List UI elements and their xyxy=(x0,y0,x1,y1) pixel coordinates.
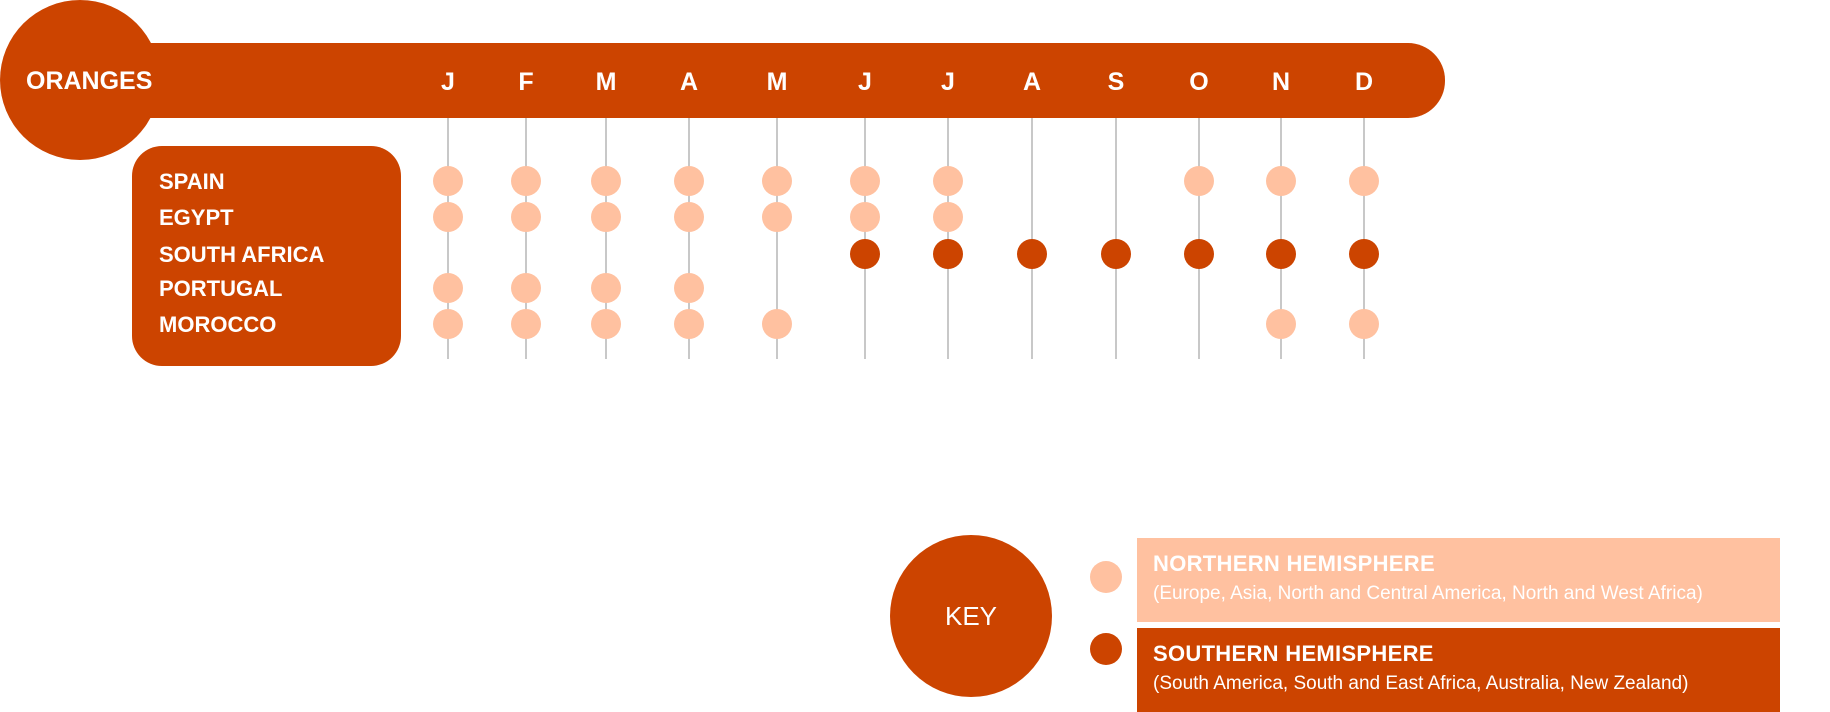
country-label: EGYPT xyxy=(159,205,234,230)
availability-dot xyxy=(433,166,463,196)
availability-dot xyxy=(511,202,541,232)
availability-dot xyxy=(762,202,792,232)
month-label: A xyxy=(1023,68,1041,96)
header-bar xyxy=(60,43,1445,118)
availability-dot xyxy=(674,166,704,196)
country-label: PORTUGAL xyxy=(159,276,282,301)
month-label: M xyxy=(596,68,617,96)
availability-dot xyxy=(591,309,621,339)
availability-dot xyxy=(591,166,621,196)
country-label: SPAIN xyxy=(159,169,225,194)
country-label-box xyxy=(132,146,401,366)
availability-dot xyxy=(850,239,880,269)
legend-northern-label: NORTHERN HEMISPHERE xyxy=(1153,551,1435,576)
availability-dot xyxy=(511,166,541,196)
availability-dot xyxy=(1184,239,1214,269)
legend-southern-sublabel: (South America, South and East Africa, A… xyxy=(1153,673,1689,694)
legend-southern-label: SOUTHERN HEMISPHERE xyxy=(1153,641,1434,666)
availability-dot xyxy=(850,166,880,196)
availability-dot xyxy=(762,166,792,196)
availability-dot xyxy=(933,166,963,196)
availability-dot xyxy=(1017,239,1047,269)
header-circle xyxy=(0,0,160,160)
availability-dot xyxy=(762,309,792,339)
month-label: D xyxy=(1355,68,1373,96)
availability-dot xyxy=(933,239,963,269)
availability-dot xyxy=(433,273,463,303)
country-label: SOUTH AFRICA xyxy=(159,242,325,267)
legend-southern: SOUTHERN HEMISPHERE (South America, Sout… xyxy=(1137,628,1780,712)
availability-dot xyxy=(433,309,463,339)
availability-dot xyxy=(674,273,704,303)
availability-dot xyxy=(1266,309,1296,339)
legend-northern: NORTHERN HEMISPHERE (Europe, Asia, North… xyxy=(1137,538,1780,622)
availability-dot xyxy=(591,202,621,232)
availability-dot xyxy=(1184,166,1214,196)
availability-dot xyxy=(433,202,463,232)
legend-dot-northern xyxy=(1090,561,1122,593)
month-label: N xyxy=(1272,68,1290,96)
availability-dot xyxy=(591,273,621,303)
month-label: S xyxy=(1108,68,1125,96)
country-label: MOROCCO xyxy=(159,312,276,337)
availability-dot xyxy=(674,202,704,232)
month-label: J xyxy=(441,68,455,96)
month-label: O xyxy=(1189,68,1208,96)
availability-dot xyxy=(933,202,963,232)
month-label: A xyxy=(680,68,698,96)
availability-dot xyxy=(674,309,704,339)
availability-dot xyxy=(1101,239,1131,269)
month-label: J xyxy=(941,68,955,96)
month-label: J xyxy=(858,68,872,96)
month-label: F xyxy=(518,68,533,96)
availability-dot xyxy=(1349,309,1379,339)
legend-dot-southern xyxy=(1090,633,1122,665)
key-title: KEY xyxy=(945,601,997,631)
availability-dot xyxy=(1266,239,1296,269)
legend-northern-sublabel: (Europe, Asia, North and Central America… xyxy=(1153,583,1703,604)
chart-title: ORANGES xyxy=(26,67,152,95)
availability-dot xyxy=(1349,166,1379,196)
availability-dot xyxy=(511,273,541,303)
availability-dot xyxy=(850,202,880,232)
availability-dot xyxy=(1349,239,1379,269)
month-label: M xyxy=(767,68,788,96)
key-circle xyxy=(890,535,1052,697)
availability-dot xyxy=(1266,166,1296,196)
availability-dot xyxy=(511,309,541,339)
